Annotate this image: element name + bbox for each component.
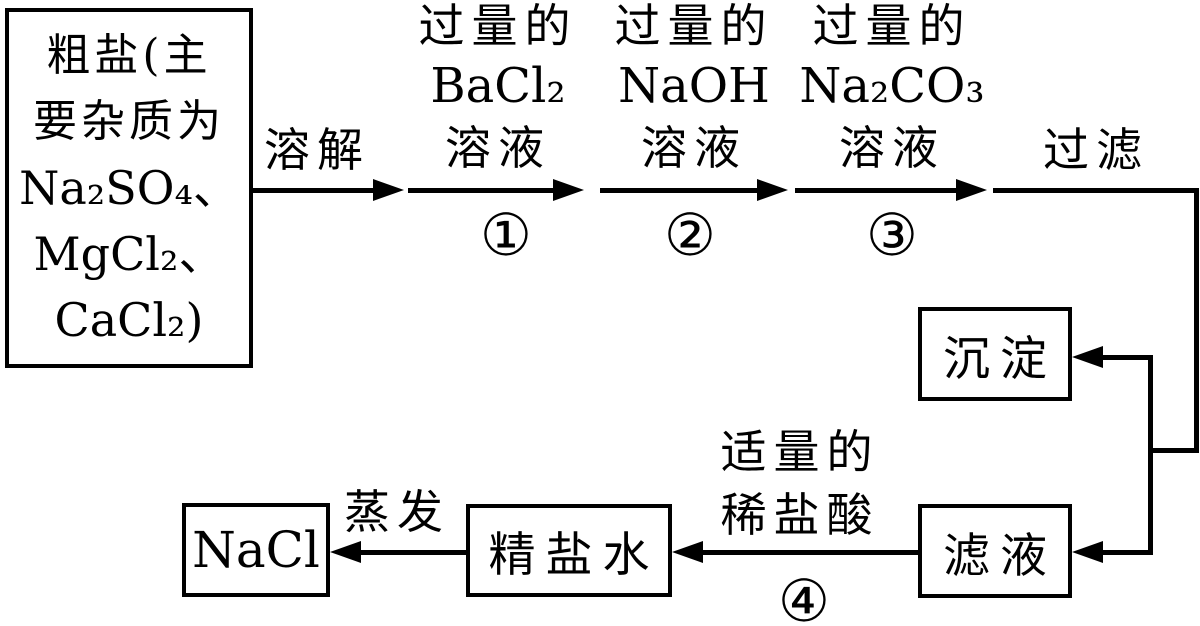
step4-circled-number: ④ xyxy=(778,567,830,626)
step1-label-line1: 过量的 xyxy=(418,0,578,53)
source-box-line4: MgCl₂、 xyxy=(33,227,225,281)
filter-label: 过滤 xyxy=(1043,123,1149,177)
step4-arrowhead-icon xyxy=(672,541,703,563)
step2-arrow-line xyxy=(600,188,757,193)
step2-label-line2: NaOH xyxy=(618,58,770,114)
step1-arrow-line xyxy=(408,188,553,193)
filtrate-arrow-line xyxy=(1098,550,1150,555)
filter-branch-line xyxy=(1148,355,1153,555)
evaporate-arrow-line xyxy=(358,550,466,555)
step3-label-line2: Na₂CO₃ xyxy=(799,58,985,114)
refined-brine-box: 精盐水 xyxy=(466,504,672,597)
step1-circled-number: ① xyxy=(480,201,532,269)
dissolve-label: 溶解 xyxy=(264,123,370,177)
precipitate-arrowhead-icon xyxy=(1072,346,1103,368)
step4-label-line2: 稀盐酸 xyxy=(720,488,880,542)
dissolve-arrowhead-icon xyxy=(373,179,404,201)
source-box-line2: 要杂质为 xyxy=(33,96,225,147)
step1-arrowhead-icon xyxy=(553,179,584,201)
filtrate-arrowhead-icon xyxy=(1072,541,1103,563)
filter-connector-line xyxy=(1148,448,1199,453)
step3-arrow-line xyxy=(795,188,956,193)
step4-label-line1: 适量的 xyxy=(720,425,880,479)
filtrate-box-label: 滤液 xyxy=(943,528,1057,584)
step3-label-line3: 溶液 xyxy=(839,121,945,175)
refined-brine-box-label: 精盐水 xyxy=(488,528,660,583)
source-box-line3: Na₂SO₄、 xyxy=(19,161,239,215)
product-box: NaCl xyxy=(182,503,330,597)
precipitate-box: 沉淀 xyxy=(918,307,1072,401)
precipitate-arrow-line xyxy=(1098,355,1150,360)
step2-label-line1: 过量的 xyxy=(614,0,774,53)
step1-label-line3: 溶液 xyxy=(445,121,551,175)
dissolve-arrow-line xyxy=(253,188,373,193)
step2-label-line3: 溶液 xyxy=(641,121,747,175)
step1-label-line2: BaCl₂ xyxy=(430,58,566,114)
filtrate-box: 滤液 xyxy=(918,504,1072,598)
precipitate-box-label: 沉淀 xyxy=(943,331,1057,387)
source-box-line1: 粗盐(主 xyxy=(46,30,212,81)
filter-line xyxy=(993,188,1199,193)
filter-down-line xyxy=(1194,188,1199,453)
step2-circled-number: ② xyxy=(664,201,716,269)
step3-arrowhead-icon xyxy=(956,179,987,201)
evaporate-label: 蒸发 xyxy=(344,485,450,539)
evaporate-arrowhead-icon xyxy=(330,541,361,563)
step3-circled-number: ③ xyxy=(866,201,918,269)
step2-arrowhead-icon xyxy=(757,179,788,201)
step3-label-line1: 过量的 xyxy=(812,0,972,53)
source-box-text: 粗盐(主 要杂质为 Na₂SO₄、 MgCl₂、 CaCl₂) xyxy=(9,23,249,353)
source-box: 粗盐(主 要杂质为 Na₂SO₄、 MgCl₂、 CaCl₂) xyxy=(5,8,253,368)
step4-arrow-line xyxy=(700,550,918,555)
source-box-line5: CaCl₂) xyxy=(54,293,204,347)
product-box-label: NaCl xyxy=(192,521,320,579)
